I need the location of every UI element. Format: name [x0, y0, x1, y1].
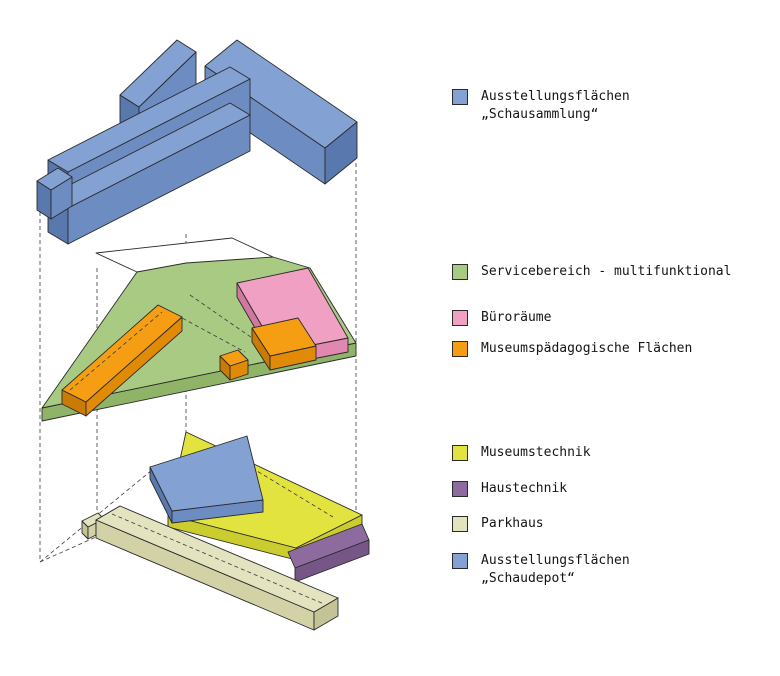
legend-label-schaudepot: Ausstellungsflächen „Schaudepot“ — [481, 553, 630, 586]
level-service — [41, 237, 357, 422]
legend-swatch-haustechnik — [452, 481, 468, 497]
legend-item-bueroraeume: Büroräume — [452, 309, 551, 327]
face-top — [149, 435, 264, 512]
legend-item-haustechnik: Haustechnik — [452, 480, 567, 498]
face-top — [36, 167, 73, 191]
legend: Ausstellungsflächen „Schausammlung“ Serv… — [452, 0, 778, 676]
legend-item-museumstechnik: Museumstechnik — [452, 444, 591, 462]
legend-swatch-bueroraeume — [452, 310, 468, 326]
legend-swatch-museumspaedagogik — [452, 341, 468, 357]
face-top — [61, 304, 183, 403]
legend-swatch-schaudepot — [452, 553, 468, 569]
parkhaus-volume — [95, 505, 339, 631]
legend-swatch-schausammlung — [452, 89, 468, 105]
legend-item-schaudepot: Ausstellungsflächen „Schaudepot“ — [452, 552, 630, 588]
face-top — [204, 39, 358, 149]
legend-item-schausammlung: Ausstellungsflächen „Schausammlung“ — [452, 88, 630, 124]
legend-item-parkhaus: Parkhaus — [452, 515, 544, 533]
legend-swatch-servicebereich — [452, 264, 468, 280]
legend-swatch-parkhaus — [452, 516, 468, 532]
hidden-edge — [251, 467, 334, 518]
legend-swatch-museumstechnik — [452, 445, 468, 461]
legend-label-museumspaedagogik: Museumspädagogische Flächen — [481, 341, 693, 356]
face-top — [251, 317, 317, 357]
face-top — [219, 349, 249, 367]
legend-item-servicebereich: Servicebereich - multifunktional — [452, 263, 731, 281]
education-volume-block — [251, 317, 317, 371]
legend-label-parkhaus: Parkhaus — [481, 516, 544, 531]
schaudepot-volume — [149, 435, 264, 524]
hidden-edge — [39, 536, 97, 563]
exhibition-volume-tip — [36, 167, 73, 220]
hidden-edge — [69, 311, 163, 391]
legend-label-servicebereich: Servicebereich - multifunktional — [481, 264, 732, 279]
legend-label-schausammlung: Ausstellungsflächen „Schausammlung“ — [481, 89, 630, 122]
education-volume-cube — [219, 349, 249, 381]
haustechnik-volume — [287, 523, 370, 583]
legend-label-museumstechnik: Museumstechnik — [481, 445, 591, 460]
hidden-edge — [111, 513, 325, 605]
face-top — [119, 39, 197, 108]
legend-label-haustechnik: Haustechnik — [481, 481, 568, 496]
legend-item-museumspaedagogik: Museumspädagogische Flächen — [452, 340, 692, 358]
face-front — [294, 539, 370, 583]
face-top — [47, 66, 251, 173]
level-base — [81, 431, 370, 631]
education-volume-bar — [61, 304, 183, 417]
level-exhibition — [36, 39, 358, 245]
legend-label-bueroraeume: Büroräume — [481, 310, 552, 325]
exploded-axonometric-diagram — [36, 39, 370, 631]
